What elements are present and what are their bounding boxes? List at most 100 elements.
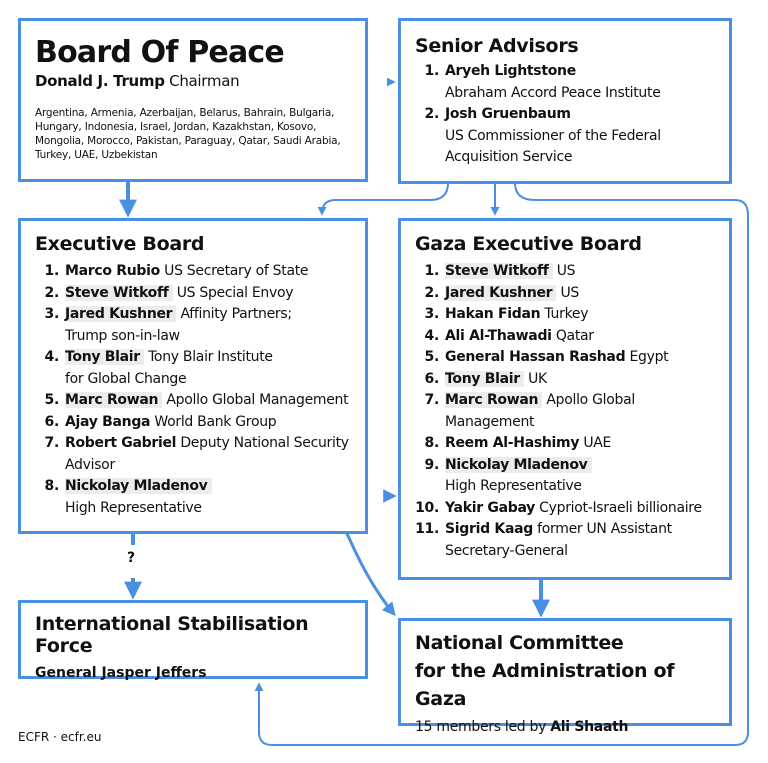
member-role: World Bank Group [154,413,277,430]
member-role: UAE [583,435,612,451]
executive-board-title: Executive Board [35,233,205,255]
item-number: 5. [424,349,440,365]
item-number: 2. [44,284,60,301]
item-number: 8. [44,478,60,494]
member-role-cont: Management [445,413,535,430]
arrow-advisors-to-isf [254,182,749,746]
member-role-cont: Secretary-General [445,542,568,559]
item-number: 10. [415,499,439,516]
member-role-cont: High Representative [445,478,582,494]
arrow-advisors-to-executive [317,182,449,216]
member-name: Steve Witkoff [65,284,173,301]
member-name: Josh Gruenbaum [445,106,571,122]
member-role: former UN Assistant [537,521,672,537]
list-item: 4. Tony Blair Tony Blair Institute for Glo… [35,347,365,390]
member-role-cont: US Commissioner of the Federal Acquisiti… [445,127,661,166]
credit: ECFR · ecfr.eu [18,730,102,744]
item-number: 6. [44,413,60,430]
list-item: 2. Steve Witkoff US Special Envoy [35,283,365,305]
member-role-cont: for Global Change [65,370,187,387]
list-item: 5. General Hassan Rashad Egypt [415,347,729,369]
item-number: 4. [424,327,440,344]
item-number: 2. [424,106,440,122]
list-item: 8. Reem Al-Hashimy UAE [415,433,729,455]
member-role: US Special Envoy [176,284,294,301]
list-item: 3.Jared Kushner Affinity Partners;Trump … [35,304,365,347]
item-number: 6. [424,370,440,387]
member-name: Jared Kushner [65,306,177,322]
member-role: Tony Blair Institute [148,349,273,365]
board-of-peace-box: Board Of Peace Donald J. Trump Chairman … [18,18,368,182]
item-number: 3. [44,306,60,322]
isf-title: International Stabilisation Force [35,613,309,657]
isf-box: International Stabilisation Force Genera… [18,600,368,681]
list-item: 1. Steve Witkoff US [415,261,729,283]
list-item: 4. Ali Al-Thawadi Qatar [415,326,729,348]
isf-leader: General Jasper Jeffers [35,665,207,681]
member-name: Ali Al-Thawadi [445,327,552,344]
member-countries: Argentina, Armenia, Azerbaijan, Belarus,… [35,107,341,161]
list-item: 6. Ajay Banga World Bank Group [35,412,365,434]
item-number: 1. [44,263,60,279]
list-item: 10. Yakir Gabay Cypriot-Israeli billionai… [415,498,729,520]
chairman-name: Donald J. Trump [35,72,165,90]
member-role: Apollo Global Management [166,392,349,408]
item-number: 3. [424,306,440,322]
member-name: Steve Witkoff [445,263,553,279]
member-name: Nickolay Mladenov [445,456,592,473]
member-name: Marco Rubio [65,263,160,279]
member-role: US [560,284,579,301]
member-role-cont: Advisor [65,456,115,473]
member-role: Egypt [629,349,669,365]
item-number: 8. [424,435,440,451]
member-name: Robert Gabriel [65,435,177,451]
list-item: 2. Josh Gruenbaum US Commissioner of the F… [415,104,715,169]
list-item: 5. Marc Rowan Apollo Global Management [35,390,365,412]
member-name: Reem Al-Hashimy [445,435,580,451]
gaza-executive-board-title: Gaza Executive Board [415,233,642,255]
list-item: 7.Robert Gabriel Deputy National Securit… [35,433,365,476]
list-item: 2.Jared Kushner US [415,283,729,305]
committee-title-line2: for the Administration of Gaza [415,660,675,710]
member-role: Apollo Global [546,392,635,408]
member-role: Deputy National Security [180,435,349,451]
item-number: 5. [44,392,60,408]
member-name: Marc Rowan [65,392,163,408]
item-number: 1. [424,63,440,79]
chairman-role: Chairman [169,72,240,90]
member-role-cont: Abraham Accord Peace Institute [445,84,661,101]
member-role: Qatar [555,327,594,344]
committee-title-line1: National Committee [415,632,624,654]
senior-advisors-title: Senior Advisors [415,35,579,57]
member-name: Sigrid Kaag [445,521,533,537]
member-name: General Hassan Rashad [445,349,626,365]
member-role: UK [528,370,547,387]
member-role: Cypriot-Israeli billionaire [539,499,702,516]
member-role: US [556,263,576,279]
item-number: 11. [415,521,439,537]
member-name: Tony Blair [65,349,144,365]
executive-board-list: 1. Marco Rubio US Secretary of State 2. Ste… [35,261,365,519]
item-number: 4. [44,349,60,365]
item-number: 1. [424,263,440,279]
list-item: 6.Tony Blair UK [415,369,729,391]
member-name: Hakan Fidan [445,306,541,322]
board-of-peace-title: Board Of Peace [35,35,285,70]
list-item: 3. Hakan Fidan Turkey [415,304,729,326]
executive-board-box: Executive Board 1. Marco Rubio US Secreta… [18,218,368,534]
member-role: Turkey [544,306,589,322]
member-name: Ajay Banga [65,413,151,430]
member-role-cont: High Representative [65,499,202,516]
member-role: US Secretary of State [164,263,309,279]
member-role-cont: Trump son-in-law [65,327,180,344]
question-mark: ? [127,550,136,566]
member-name: Yakir Gabay [445,499,535,516]
member-name: Jared Kushner [445,284,557,301]
